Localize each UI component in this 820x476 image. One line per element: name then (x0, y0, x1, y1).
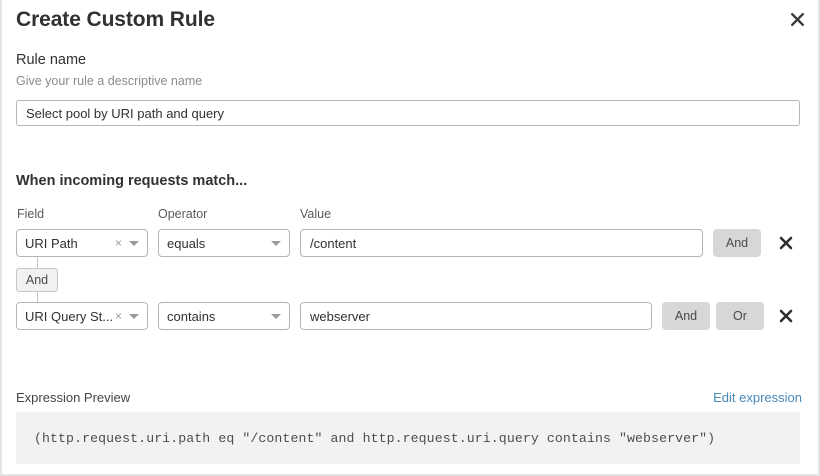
delete-row-button-0[interactable] (774, 229, 798, 257)
delete-row-button-1[interactable] (774, 302, 798, 330)
connector-line-top (37, 257, 38, 269)
chevron-down-icon[interactable] (271, 313, 281, 319)
edit-expression-link[interactable]: Edit expression (713, 390, 802, 405)
clear-x-icon[interactable]: × (114, 236, 122, 250)
field-select-0-value: URI Path (25, 235, 78, 251)
expression-preview-text: (http.request.uri.path eq "/content" and… (34, 430, 716, 446)
operator-select-0-value: equals (167, 235, 206, 251)
logic-or-button-1[interactable]: Or (716, 302, 764, 330)
field-select-1[interactable]: URI Query St... × (16, 302, 148, 330)
condition-row: URI Query St... × contains And Or (2, 302, 820, 330)
logic-and-button-1[interactable]: And (662, 302, 710, 330)
chevron-down-icon[interactable] (129, 313, 139, 319)
close-icon[interactable] (784, 6, 810, 32)
group-connector-and-badge[interactable]: And (16, 268, 58, 292)
value-input-0[interactable] (300, 229, 703, 257)
expression-preview-label: Expression Preview (16, 390, 131, 405)
value-input-1[interactable] (300, 302, 652, 330)
rule-name-help-text: Give your rule a descriptive name (16, 74, 203, 88)
operator-select-1[interactable]: contains (158, 302, 290, 330)
rule-name-input[interactable] (16, 100, 800, 126)
operator-select-0[interactable]: equals (158, 229, 290, 257)
match-section-heading: When incoming requests match... (16, 173, 248, 189)
condition-row: URI Path × equals And (2, 229, 820, 257)
rule-name-label: Rule name (16, 52, 87, 68)
chevron-down-icon[interactable] (271, 240, 281, 246)
operator-select-1-value: contains (167, 308, 216, 324)
page-title: Create Custom Rule (16, 8, 215, 31)
field-select-0[interactable]: URI Path × (16, 229, 148, 257)
connector-line-bottom (37, 291, 38, 302)
column-header-operator: Operator (158, 207, 208, 221)
column-header-value: Value (300, 207, 332, 221)
chevron-down-icon[interactable] (129, 240, 139, 246)
column-header-field: Field (17, 207, 45, 221)
logic-and-button-0[interactable]: And (713, 229, 761, 257)
clear-x-icon[interactable]: × (114, 309, 122, 323)
expression-preview-box: (http.request.uri.path eq "/content" and… (16, 412, 800, 464)
field-select-1-value: URI Query St... (25, 308, 114, 324)
